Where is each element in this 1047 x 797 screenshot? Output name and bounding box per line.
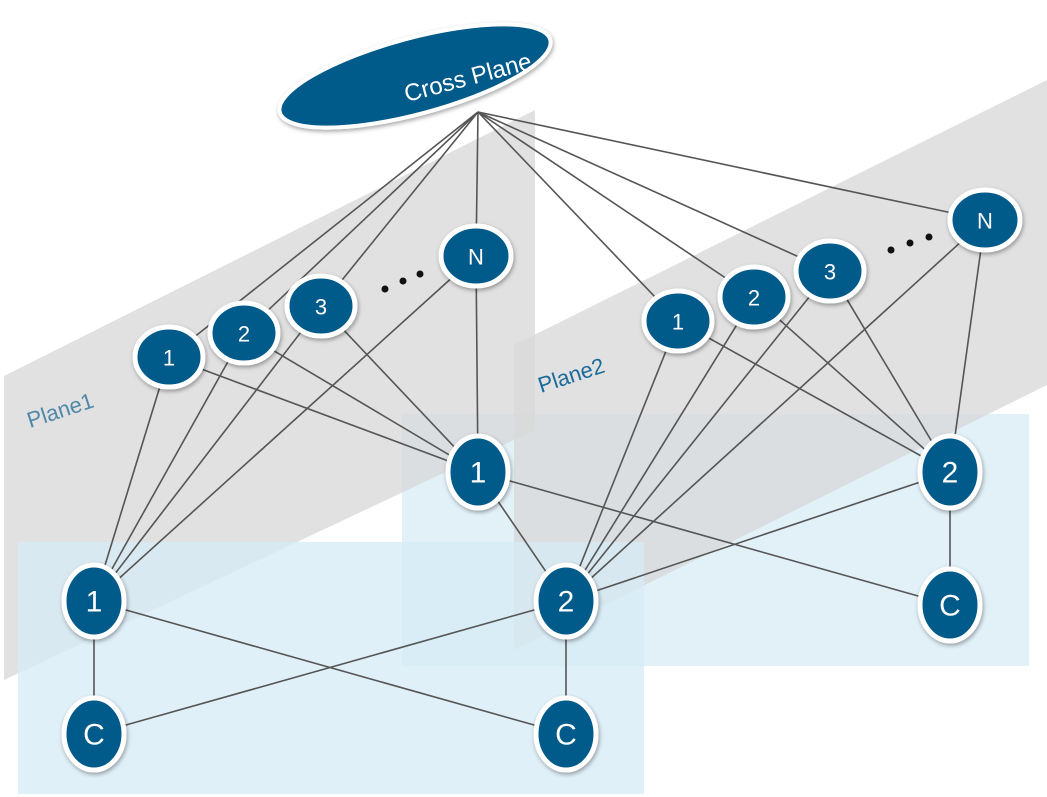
node-p1s3[interactable]: 3 [284,273,358,339]
edge-r2-l2 [594,480,922,593]
edge-l2-lc1 [122,608,538,727]
edge-p1s1-l1 [103,385,161,568]
node-circle [284,273,358,339]
node-lc1[interactable]: C [61,695,127,773]
node-circle [438,223,514,289]
node-p2s2[interactable]: 2 [717,264,791,330]
node-circle [717,264,791,330]
node-label: 1 [163,346,175,371]
node-circle [61,695,127,773]
edge-x-p1s3 [340,111,479,283]
edge-x-p1sn [475,111,479,227]
edge-p2sn-l2 [589,241,962,580]
edge-p2s3-r2 [845,297,934,444]
node-circle [445,433,511,511]
edge-p2s3-l2 [586,295,812,576]
edge-p2s1-r2 [706,336,924,458]
edge-x-p2sn [477,111,952,214]
node-circle [947,187,1023,253]
edge-x-p1s1 [193,111,479,338]
node-lc2[interactable]: C [533,695,599,773]
edge-p1s2-r1 [271,349,452,457]
node-circle [207,300,281,366]
node-circle [641,288,715,354]
node-p1s1[interactable]: 1 [132,324,206,390]
node-circle [533,562,599,640]
edge-p2s2-r2 [777,317,927,452]
edge-p1s3-r1 [342,328,457,449]
node-label: 3 [824,260,836,285]
node-label: N [468,245,484,270]
node-circle [917,566,983,644]
edge-x-p2s1 [477,111,657,299]
edge-p2s2-l2 [583,322,739,573]
edge-p1sn-r1 [475,285,479,437]
edge-r1-l2 [496,499,548,574]
plane1-ellipsis [381,270,424,293]
edge-p1s1-r1 [200,367,450,463]
node-circle [793,238,867,304]
edge-x-p2s3 [477,111,801,259]
edge-p1sn-l1 [117,277,453,580]
node-label: C [83,719,105,752]
node-label: 2 [238,322,250,347]
node-p2s1[interactable]: 1 [641,288,715,354]
node-l2[interactable]: 2 [533,562,599,640]
node-circle [917,433,983,511]
edge-x-p1s2 [266,111,479,312]
node-label: C [555,719,577,752]
node-label: 1 [86,586,103,619]
node-r1[interactable]: 1 [445,433,511,511]
node-circle [533,695,599,773]
edge-p1s3-l1 [113,330,303,576]
node-r2[interactable]: 2 [917,433,983,511]
node-label: 3 [315,295,327,320]
node-label: 2 [748,286,760,311]
node-circle [132,324,206,390]
node-p2s3[interactable]: 3 [793,238,867,304]
edge-p1s2-l1 [110,359,230,572]
edge-r1-rc [506,479,922,598]
edges [93,111,982,727]
node-p1sn[interactable]: N [438,223,514,289]
plane2-background [514,80,1047,650]
node-label: 1 [470,457,487,490]
plane2-ellipsis [887,233,933,254]
node-rc[interactable]: C [917,566,983,644]
edge-p2s1-l2 [578,348,668,569]
node-label: N [977,209,993,234]
node-label: 2 [942,457,959,490]
edge-x-p2s2 [477,111,728,280]
node-label: 2 [558,586,575,619]
node-label: 1 [672,310,684,335]
node-p1s2[interactable]: 2 [207,300,281,366]
node-l1[interactable]: 1 [61,562,127,640]
node-p2sn[interactable]: N [947,187,1023,253]
cross-plane-node[interactable] [270,3,560,149]
node-label: C [939,590,961,623]
node-circle [61,562,127,640]
edge-p2sn-r2 [954,249,982,437]
